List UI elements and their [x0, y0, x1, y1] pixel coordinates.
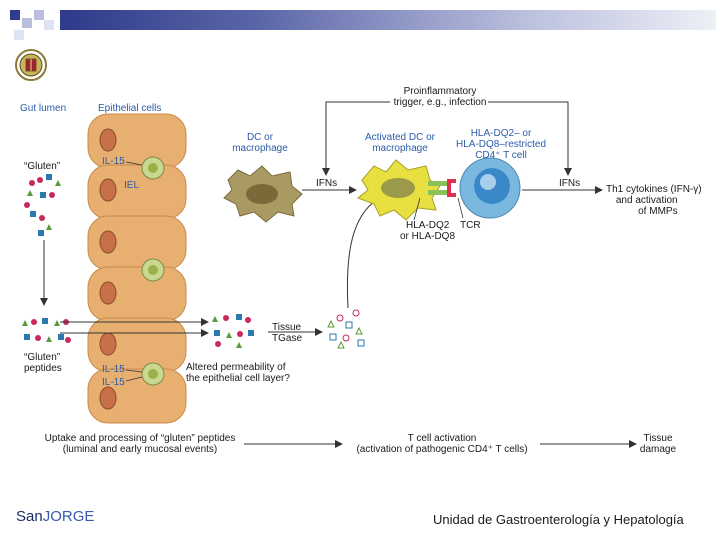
epithelial-cell-column	[87, 113, 187, 424]
label-proinflammatory-trigger: Proinflammatory trigger, e.g., infection	[393, 86, 487, 108]
label-activated-dc: Activated DC or macrophage	[364, 132, 436, 154]
header-square-light	[22, 18, 32, 28]
label-hla-restricted-t-cell: HLA-DQ2– or HLA-DQ8–restricted CD4⁺ T ce…	[455, 128, 547, 161]
footer-brand-san: San	[16, 508, 43, 525]
label-dc-macrophage: DC or macrophage	[232, 132, 288, 154]
gluten-peptides-middle	[212, 314, 254, 348]
label-gluten: “Gluten”	[24, 161, 61, 172]
university-seal-icon	[15, 49, 47, 81]
footer-unit: Unidad de Gastroenterología y Hepatologí…	[433, 512, 684, 527]
header-square-dark	[10, 10, 20, 20]
label-gluten-peptides: “Gluten” peptides	[24, 352, 62, 374]
label-tcr: TCR	[460, 220, 481, 231]
footer-brand-jorge: JORGE	[42, 508, 95, 525]
label-th1-cytokines: Th1 cytokines (IFN-γ) and activation of …	[606, 184, 702, 217]
label-hla-dq2-dq8: HLA-DQ2 or HLA-DQ8	[400, 220, 456, 242]
label-il15-bottom-1: IL-15	[102, 364, 125, 375]
label-gut-lumen: Gut lumen	[20, 103, 67, 114]
label-iel: IEL	[124, 180, 140, 191]
header-gradient-bar	[60, 10, 716, 30]
header-square-light	[44, 20, 54, 30]
label-uptake-processing: Uptake and processing of “gluten” peptid…	[44, 433, 236, 455]
label-altered-permeability: Altered permeability of the epithelial c…	[186, 362, 290, 384]
deamidated-peptides	[327, 309, 365, 349]
label-ifns-right: IFNs	[559, 178, 581, 189]
label-tissue-damage: Tissue damage	[639, 433, 677, 455]
label-il15-bottom-2: IL-15	[102, 377, 125, 388]
footer-brand: SanJORGE	[16, 508, 94, 525]
header-square-light	[34, 10, 44, 20]
label-ifns-left: IFNs	[316, 178, 338, 189]
header-square-light	[14, 30, 24, 40]
gluten-chain	[24, 174, 61, 236]
label-epithelial-cells: Epithelial cells	[98, 103, 162, 114]
label-il15-top: IL-15	[102, 156, 125, 167]
label-tissue-tgase: Tissue TGase	[272, 322, 303, 344]
label-t-cell-activation: T cell activation (activation of pathoge…	[356, 433, 528, 455]
